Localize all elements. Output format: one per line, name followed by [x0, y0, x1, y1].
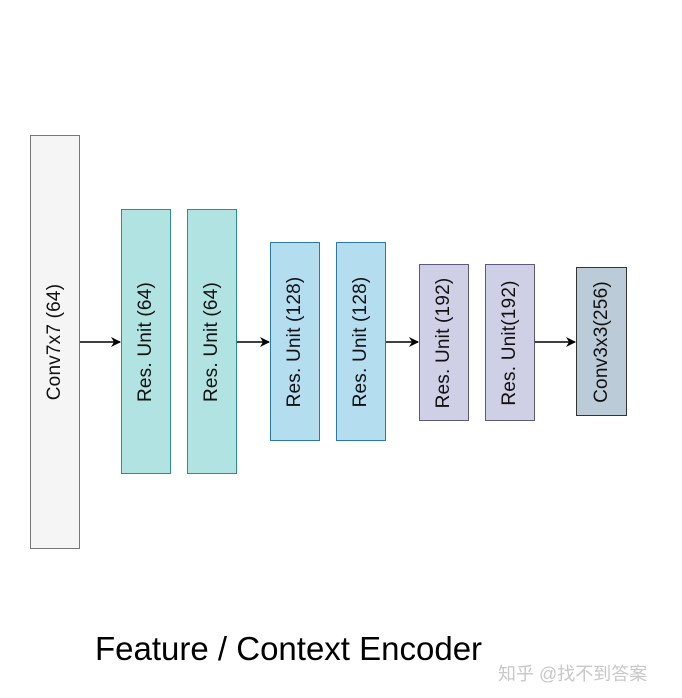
res-unit-192-label-2: Res. Unit(192)	[499, 279, 520, 406]
diagram-caption: Feature / Context Encoder	[95, 630, 483, 667]
conv3x3-block: Conv3x3(256)	[576, 267, 627, 416]
conv7x7-label: Conv7x7 (64)	[44, 283, 65, 401]
res-unit-64-block-1: Res. Unit (64)	[121, 209, 171, 474]
conv7x7-block: Conv7x7 (64)	[30, 135, 80, 549]
res-unit-192-block-2: Res. Unit(192)	[485, 264, 535, 421]
conv3x3-label: Conv3x3(256)	[590, 280, 612, 403]
res-unit-128-block-1: Res. Unit (128)	[270, 242, 320, 441]
res-unit-64-label-2: Res. Unit (64)	[201, 281, 222, 402]
res-unit-128-label-1: Res. Unit (128)	[284, 276, 305, 407]
watermark: 知乎 @找不到答案	[498, 664, 648, 684]
res-unit-64-label-1: Res. Unit (64)	[135, 281, 156, 402]
res-unit-128-label-2: Res. Unit (128)	[350, 276, 371, 407]
res-unit-128-block-2: Res. Unit (128)	[336, 242, 386, 441]
res-unit-192-label-1: Res. Unit (192)	[433, 277, 454, 408]
res-unit-192-block-1: Res. Unit (192)	[419, 264, 469, 421]
res-unit-64-block-2: Res. Unit (64)	[187, 209, 237, 474]
